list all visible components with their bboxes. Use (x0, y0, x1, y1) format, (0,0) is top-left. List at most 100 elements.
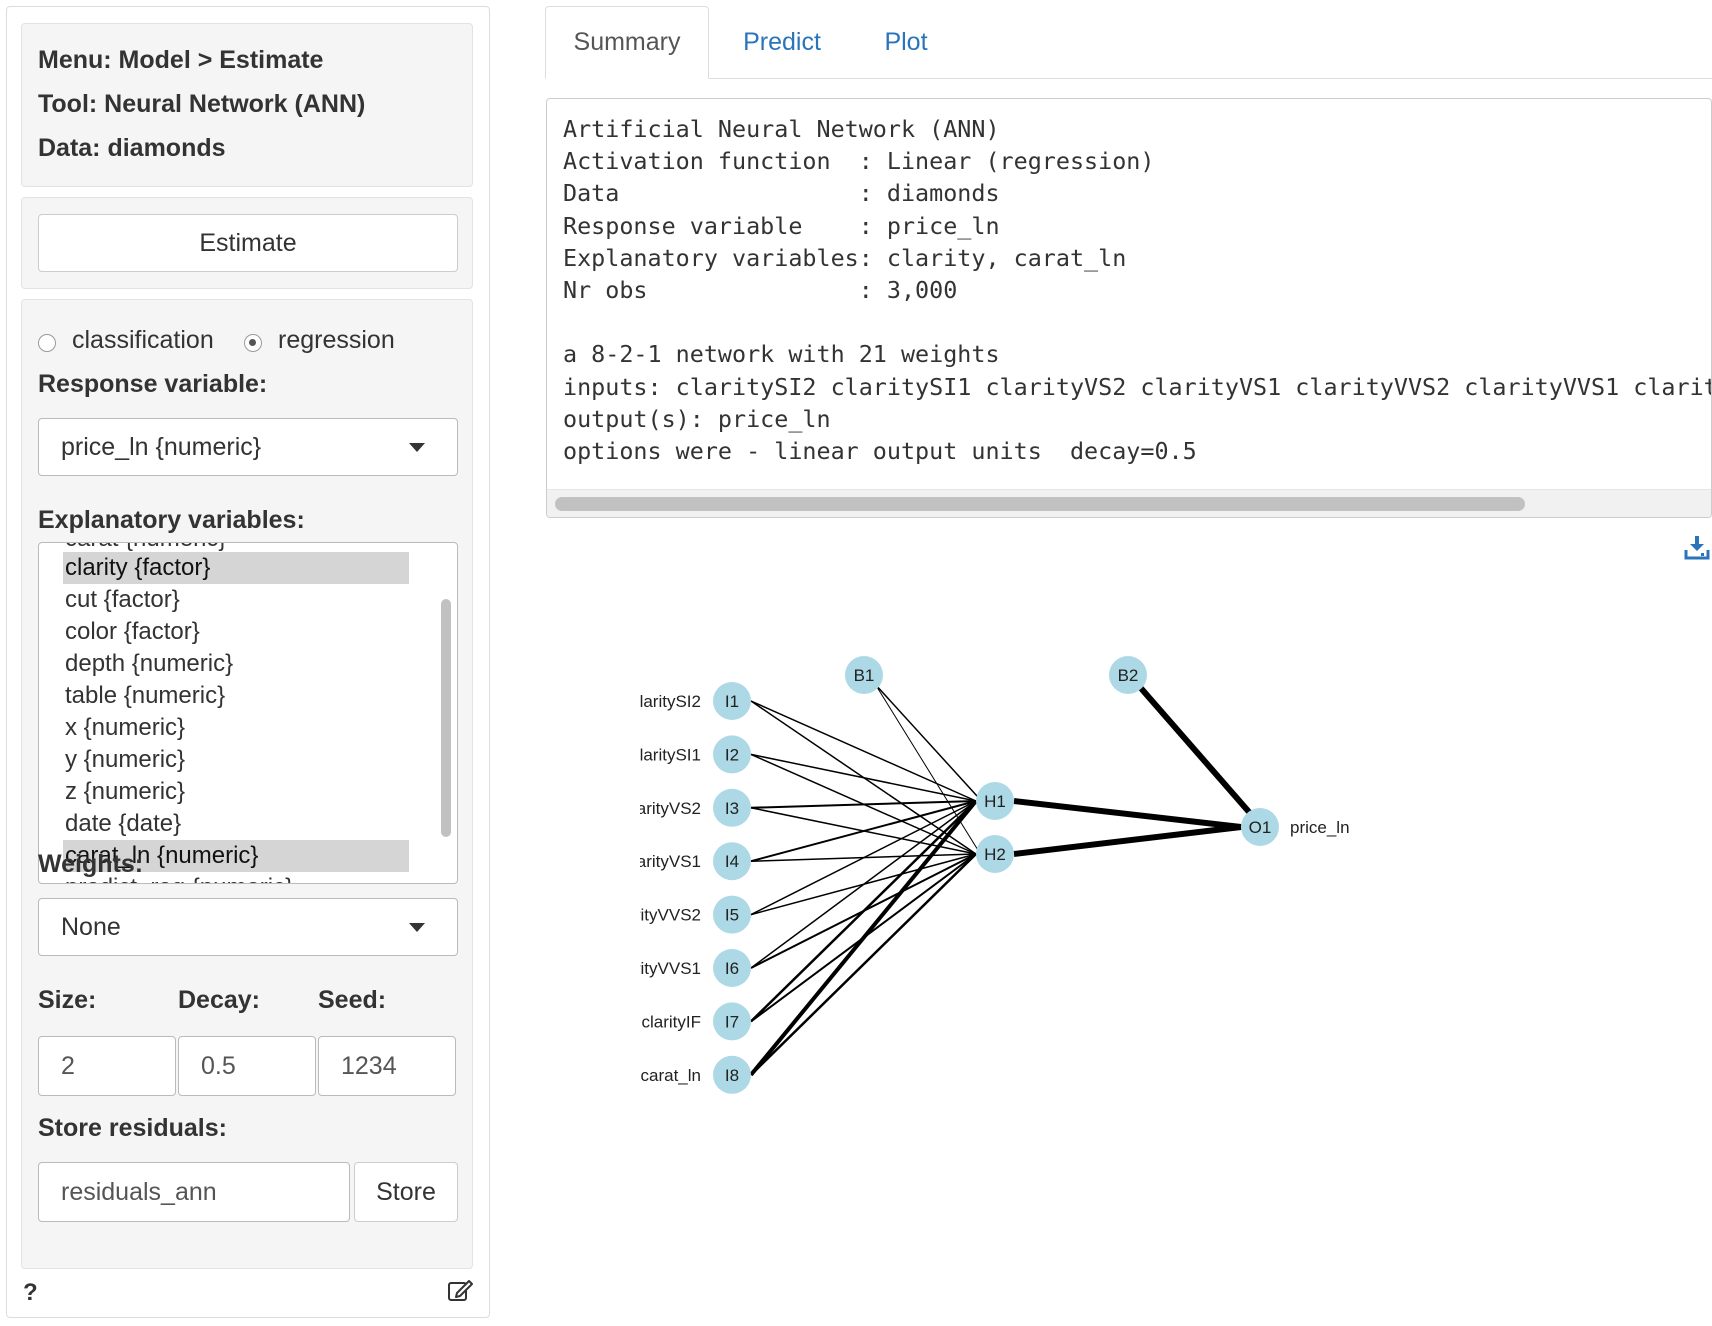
weights-value: None (61, 913, 121, 941)
input-label-I2: claritySI1 (640, 745, 701, 764)
input-label-I6: clarityVVS1 (640, 959, 701, 978)
size-input-value: 2 (61, 1052, 75, 1080)
input-node-I7-label: I7 (725, 1012, 739, 1031)
edge-I1-H1 (750, 700, 977, 802)
edge-I6-H1 (750, 800, 977, 969)
horizontal-scrollbar[interactable] (547, 489, 1711, 517)
input-node-I5-circle (713, 895, 751, 934)
tab-summary[interactable]: Summary (545, 6, 709, 79)
regression-radio[interactable] (244, 334, 262, 352)
input-node-I2-circle (713, 735, 751, 774)
input-node-I2-label: I2 (725, 745, 739, 764)
bias-node-B2-circle (1109, 656, 1147, 694)
store-button[interactable]: Store (354, 1162, 458, 1222)
explanatory-option[interactable]: cut {factor} (65, 586, 180, 613)
input-node-I7-circle (713, 1002, 751, 1041)
seed-input[interactable]: 1234 (318, 1036, 456, 1096)
store-residuals-input[interactable]: residuals_ann (38, 1162, 350, 1222)
input-node-I8-label: I8 (725, 1066, 739, 1085)
decay-input[interactable]: 0.5 (178, 1036, 316, 1096)
sidebar: Menu: Model > Estimate Tool: Neural Netw… (6, 6, 490, 1318)
input-node-I1-label: I1 (725, 692, 739, 711)
input-label-I5: clarityVVS2 (640, 906, 701, 925)
edge-H2-O1 (1013, 824, 1242, 857)
store-residuals-value: residuals_ann (61, 1178, 217, 1206)
explanatory-option[interactable]: z {numeric} (65, 778, 186, 805)
bias-node-B1-circle (845, 656, 883, 694)
bias-node-B2: B2 (1109, 656, 1147, 694)
explanatory-option[interactable]: carat_ln {numeric} (63, 840, 409, 872)
weights-select[interactable]: None (38, 898, 458, 956)
bias-node-B1: B1 (845, 656, 883, 694)
explanatory-option[interactable]: y {numeric} (65, 746, 186, 773)
estimate-panel: Estimate (21, 197, 473, 289)
decay-label: Decay: (178, 986, 260, 1014)
input-node-I5: I5 (713, 895, 751, 934)
input-node-I6: I6 (713, 949, 751, 987)
explanatory-option[interactable]: x {numeric} (65, 714, 186, 741)
edge-I7-H1 (750, 800, 977, 1023)
explanatory-option[interactable]: color {factor} (65, 618, 200, 645)
estimate-button[interactable]: Estimate (38, 214, 458, 272)
input-node-I8: I8 (713, 1055, 751, 1094)
list-scrollbar[interactable] (441, 599, 451, 837)
input-label-I1: claritySI2 (640, 692, 701, 711)
input-node-I3-circle (713, 788, 751, 827)
tool-name: Tool: Neural Network (ANN) (38, 90, 366, 118)
chevron-down-icon (409, 443, 425, 452)
edge-B1-H2 (874, 684, 979, 851)
tab-predict[interactable]: Predict (743, 28, 821, 56)
explanatory-option[interactable]: date {date} (65, 810, 182, 837)
explanatory-variables-label: Explanatory variables: (38, 506, 305, 534)
response-variable-select[interactable]: price_ln {numeric} (38, 418, 458, 476)
input-node-I4-label: I4 (725, 852, 739, 871)
input-node-I4-circle (713, 842, 751, 881)
edge-I8-H2 (750, 853, 977, 1076)
edit-icon[interactable] (447, 1277, 473, 1303)
decay-input-value: 0.5 (201, 1052, 236, 1080)
help-icon[interactable]: ? (23, 1279, 38, 1306)
explanatory-option[interactable]: table {numeric} (65, 682, 226, 709)
input-label-I3: clarityVS2 (640, 799, 701, 818)
summary-text: Artificial Neural Network (ANN) Activati… (563, 115, 1711, 466)
hidden-node-H2-label: H2 (984, 845, 1006, 864)
explanatory-option[interactable]: clarity {factor} (63, 552, 409, 584)
summary-output: Artificial Neural Network (ANN) Activati… (546, 98, 1712, 518)
classification-radio-label[interactable]: classification (72, 326, 214, 354)
edge-I8-H1 (749, 799, 978, 1077)
input-node-I7: I7 (713, 1002, 751, 1041)
neural-network-diagram: I1 claritySI2I2 claritySI1I3 clarityVS2I4 cl… (640, 656, 1350, 1094)
weights-label: Weights: (38, 850, 144, 878)
response-variable-label: Response variable: (38, 370, 268, 398)
menu-path: Menu: Model > Estimate (38, 46, 324, 74)
input-node-I2: I2 (713, 735, 751, 774)
input-node-I4: I4 (713, 842, 751, 881)
model-settings-panel: classification regression Response varia… (21, 299, 473, 1269)
regression-radio-label[interactable]: regression (278, 326, 395, 354)
horizontal-scrollbar-thumb[interactable] (555, 497, 1525, 511)
input-node-I6-circle (713, 949, 751, 987)
input-node-I8-circle (713, 1055, 751, 1094)
hidden-node-H2-circle (976, 835, 1014, 873)
output-node-O1-circle (1241, 808, 1279, 846)
explanatory-variables-list[interactable]: carat {numeric} clarity {factor} cut {fa… (38, 542, 458, 884)
store-residuals-label: Store residuals: (38, 1114, 227, 1142)
edge-I5-H1 (750, 800, 977, 916)
output-node-O1: O1 (1241, 808, 1279, 846)
edge-I2-H1 (750, 753, 977, 802)
input-node-I6-label: I6 (725, 959, 739, 978)
download-icon[interactable] (1684, 534, 1710, 560)
bias-node-B1-label: B1 (854, 666, 875, 685)
explanatory-option[interactable]: predict_reg {numeric} (63, 872, 409, 883)
input-label-I4: clarityVS1 (640, 852, 701, 871)
list-item-partial-top: carat {numeric} (63, 543, 409, 555)
size-input[interactable]: 2 (38, 1036, 176, 1096)
input-label-I8: carat_ln (641, 1066, 701, 1085)
chevron-down-icon (409, 923, 425, 932)
response-variable-value: price_ln {numeric} (61, 433, 262, 461)
input-node-I3: I3 (713, 788, 751, 827)
tab-plot[interactable]: Plot (884, 28, 928, 56)
hidden-node-H1-label: H1 (984, 792, 1006, 811)
explanatory-option[interactable]: depth {numeric} (65, 650, 234, 677)
classification-radio[interactable] (38, 334, 56, 352)
